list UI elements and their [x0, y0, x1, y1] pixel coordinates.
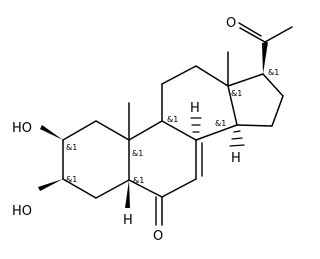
wedge-c2-oh — [40, 125, 63, 140]
wedge-bonds — [38, 42, 268, 208]
bond-c16-c15 — [271, 95, 284, 127]
stereo-label-c14: &1 — [215, 119, 226, 128]
hash-bonds — [190, 117, 245, 147]
bond-c10-c9 — [128, 120, 163, 141]
bond-c7-c6 — [161, 178, 197, 198]
stereo-label-c17: &1 — [268, 68, 279, 77]
stereo-label-c2: &1 — [66, 143, 77, 152]
atom-label-o-top: O — [226, 16, 236, 31]
steroid-structure-diagram: O O HO HO H H H &1 &1 &1 &1 &1 &1 &1 &1 — [12, 16, 293, 244]
bond-c1-c2 — [62, 120, 97, 141]
bond-c3-c4 — [62, 178, 97, 199]
stereo-label-c10: &1 — [132, 149, 143, 158]
hash-c14-h-1 — [233, 130, 241, 133]
hash-c14-h-2 — [231, 137, 243, 140]
bond-c20-o — [239, 27, 266, 43]
atom-label-h-c8: H — [190, 101, 200, 116]
bond-c4-c5 — [95, 179, 130, 199]
atom-labels: O O HO HO H H H — [12, 16, 241, 244]
hash-c14-h-3 — [229, 144, 245, 147]
stereo-label-c9: &1 — [167, 115, 178, 124]
stereo-label-c13: &1 — [231, 89, 242, 98]
bond-c17-c16 — [262, 73, 284, 97]
atom-label-h-c5: H — [123, 213, 133, 228]
bond-c6-c5 — [128, 179, 163, 198]
bond-c20-c21 — [264, 26, 293, 43]
atom-label-h-c14: H — [231, 151, 241, 166]
stereo-label-c5: &1 — [133, 176, 144, 185]
bonds — [62, 22, 293, 226]
wedge-c5-h — [125, 180, 130, 208]
bond-c13-c12 — [195, 65, 229, 87]
atom-label-oh-bottom: HO — [12, 204, 32, 219]
stereo-labels: &1 &1 &1 &1 &1 &1 &1 &1 — [66, 68, 279, 185]
atom-label-oh-top: HO — [12, 121, 32, 136]
wedge-c17-c20 — [262, 42, 268, 74]
stereo-label-c3: &1 — [66, 175, 77, 184]
bond-c14-c13 — [227, 85, 238, 126]
atom-label-o-bottom: O — [153, 229, 163, 244]
bond-c15-c14 — [236, 124, 273, 127]
bond-c12-c11 — [161, 65, 197, 85]
bond-c8-c14 — [195, 124, 238, 141]
bond-c9-c8 — [161, 120, 197, 141]
wedge-c3-oh — [38, 179, 63, 191]
bond-c20-o-double — [238, 22, 262, 37]
bond-c10-c1 — [95, 120, 130, 141]
bond-c13-c17 — [227, 73, 264, 87]
